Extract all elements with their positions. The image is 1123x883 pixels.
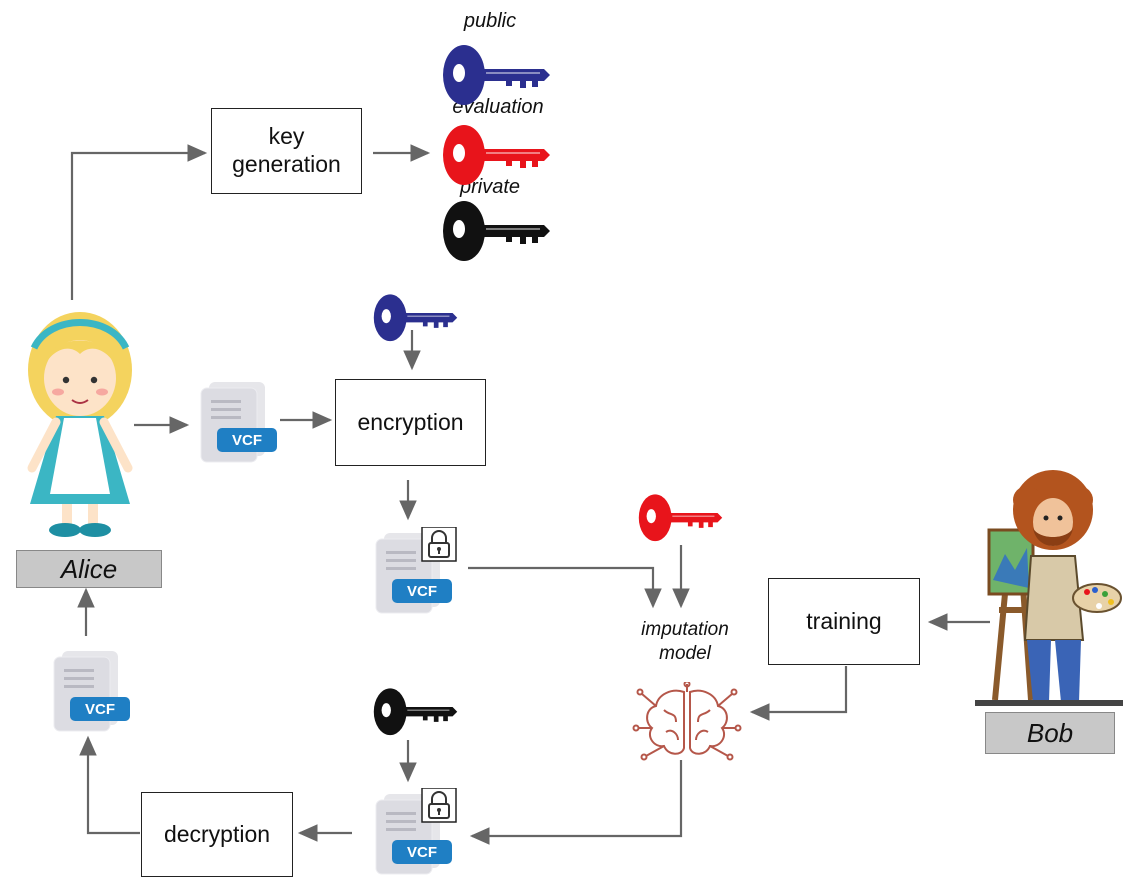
- vcf-document: VCF: [375, 526, 457, 614]
- arrow-encvcf-to-model: [468, 566, 662, 609]
- key-shape: [443, 201, 550, 261]
- alice-name-tag: Alice: [16, 550, 162, 588]
- vcf-file-icon: VCF: [195, 376, 287, 471]
- evaluation-key-small-icon: [638, 492, 724, 548]
- vcf-badge-text: VCF: [407, 844, 437, 861]
- key-shape: [638, 494, 723, 542]
- brain-network-icon: [632, 682, 742, 761]
- key-shape: [443, 125, 550, 185]
- encryption-label: encryption: [357, 408, 464, 435]
- bob-avatar: [975, 470, 1123, 706]
- key-shape: [443, 45, 550, 105]
- private-key-label: private: [459, 176, 521, 198]
- vcf-document: VCF: [375, 787, 457, 875]
- vcf-encrypted-file-icon: VCF: [370, 526, 462, 622]
- vcf-document: VCF: [53, 651, 130, 732]
- private-key-icon: [442, 198, 552, 269]
- key-generation-box: key generation: [211, 108, 362, 194]
- imputation-model-label: imputation model: [641, 619, 729, 664]
- arrow-model-to-resultvcf: [469, 760, 683, 845]
- public-key-label: public: [463, 10, 517, 32]
- key-shape: [373, 294, 458, 342]
- alice-avatar: [27, 312, 133, 537]
- vcf-badge-text: VCF: [407, 583, 437, 600]
- vcf-document: VCF: [200, 382, 277, 463]
- key-shape: [373, 688, 458, 736]
- training-label: training: [806, 607, 882, 634]
- training-box: training: [768, 578, 920, 665]
- public-key-icon: [442, 42, 552, 113]
- arrow-training-to-model: [749, 666, 848, 721]
- evaluation-key-label: evaluation: [452, 96, 544, 118]
- public-key-small-icon: [373, 292, 459, 348]
- arrow-decryption-to-vcf: [79, 735, 140, 835]
- vcf-badge-text: VCF: [85, 701, 115, 718]
- key-generation-label: key generation: [232, 123, 341, 177]
- decryption-box: decryption: [141, 792, 293, 877]
- vcf-result-file-icon: VCF: [48, 645, 140, 740]
- arrow-alice-to-keygen: [70, 144, 208, 300]
- private-key-small-icon: [373, 686, 459, 742]
- vcf-encrypted-result-file-icon: VCF: [370, 787, 462, 883]
- bob-name-tag: Bob: [985, 712, 1115, 754]
- evaluation-key-icon: [442, 122, 552, 193]
- decryption-label: decryption: [163, 820, 271, 847]
- vcf-badge-text: VCF: [232, 432, 262, 449]
- encryption-box: encryption: [335, 379, 486, 466]
